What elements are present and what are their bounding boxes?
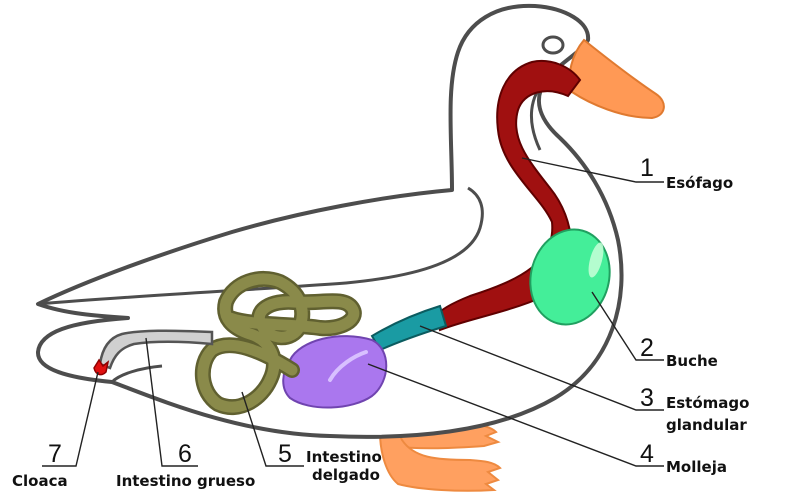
leader-7 <box>42 371 99 467</box>
label-number: 1 <box>640 154 654 182</box>
duck-body <box>35 3 624 439</box>
label-number: 3 <box>640 384 654 412</box>
label-number: 2 <box>640 334 654 362</box>
gizzard <box>282 335 388 409</box>
small-intestine <box>194 270 362 416</box>
label-text: Cloaca <box>12 472 68 490</box>
label-gizzard: 4 Molleja <box>640 440 727 476</box>
leader-3 <box>419 325 664 411</box>
label-text: Intestino grueso <box>116 472 255 490</box>
label-text: Esófago <box>666 174 733 192</box>
label-cloaca: 7 Cloaca <box>12 440 68 490</box>
crop <box>529 228 611 326</box>
label-glandular-stomach: 3 Estómago glandular <box>640 384 749 434</box>
label-number: 6 <box>178 440 192 468</box>
label-small-intestine: 5 Intestino delgado <box>278 440 382 484</box>
leader-2 <box>591 291 664 361</box>
leader-lines <box>42 157 664 467</box>
label-crop: 2 Buche <box>640 334 718 370</box>
leader-5 <box>241 391 304 467</box>
label-number: 4 <box>640 440 654 468</box>
label-esophagus: 1 Esófago <box>640 154 733 192</box>
eye-icon <box>541 35 565 55</box>
label-text: Molleja <box>666 458 727 476</box>
beak <box>568 38 665 120</box>
label-text: Buche <box>666 352 718 370</box>
label-large-intestine: 6 Intestino grueso <box>116 440 255 490</box>
label-text-line-2: delgado <box>312 466 380 484</box>
body-outline <box>35 3 624 439</box>
leader-1 <box>521 157 664 183</box>
label-text-line-1: Estómago <box>666 394 749 412</box>
label-number: 5 <box>278 440 292 468</box>
label-text-line-2: glandular <box>666 416 747 434</box>
label-number: 7 <box>48 440 62 468</box>
tail-line <box>110 364 163 384</box>
label-text-line-1: Intestino <box>306 448 382 466</box>
wing-outline <box>37 186 484 306</box>
front-foot <box>378 428 502 492</box>
cloaca <box>93 358 110 376</box>
glandular-stomach <box>370 304 448 352</box>
leader-4 <box>367 363 664 467</box>
leader-6 <box>145 337 198 467</box>
